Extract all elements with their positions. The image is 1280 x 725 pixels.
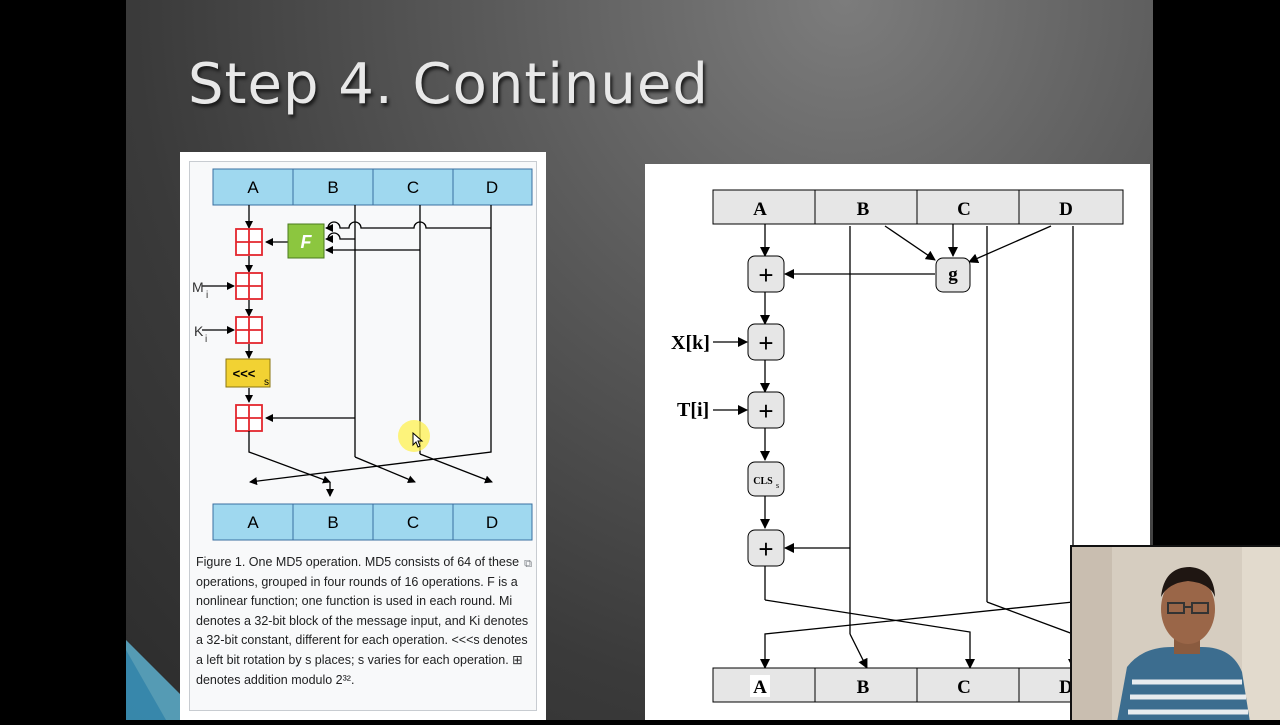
right-plus-2: +	[758, 328, 773, 358]
right-adder-4: +	[747, 529, 785, 567]
rotate-box	[225, 358, 271, 388]
left-bottom-registers: A B C D	[212, 503, 533, 541]
left-bottom-reg-a: A	[247, 513, 259, 532]
cls-sub: s	[776, 481, 779, 490]
right-bottom-reg-b: B	[857, 677, 870, 698]
constant-label: K	[194, 323, 204, 339]
left-top-reg-c: C	[407, 178, 419, 197]
left-top-reg-c-box	[372, 168, 454, 206]
decorative-swoosh	[126, 640, 186, 720]
adder-1	[235, 228, 263, 256]
function-g-box	[935, 257, 971, 293]
left-bottom-reg-d: D	[486, 513, 498, 532]
adder-3	[235, 316, 263, 344]
md5-round-diagram: A B C D +	[671, 189, 1124, 703]
left-top-reg-b: B	[327, 178, 338, 197]
figure-caption: Figure 1. One MD5 operation. MD5 consist…	[196, 553, 532, 690]
right-top-registers: A B C D	[712, 189, 1124, 225]
right-adder-1: +	[747, 255, 785, 293]
left-top-reg-a-box	[212, 168, 294, 206]
message-sub: i	[206, 290, 208, 301]
right-figure-panel: A B C D +	[645, 164, 1150, 720]
function-f-box	[287, 223, 325, 259]
right-top-reg-d-box	[1018, 189, 1124, 225]
right-bottom-reg-a: A	[753, 677, 767, 698]
right-plus-3: +	[758, 396, 773, 426]
left-figure-panel: A B C D	[180, 152, 546, 720]
adder-4	[235, 404, 263, 432]
left-bottom-reg-d-box	[452, 503, 533, 541]
right-bottom-reg-a-highlight	[750, 675, 770, 697]
left-top-registers: A B C D	[212, 168, 533, 206]
mouse-pointer-icon	[398, 420, 430, 452]
left-bottom-reg-b: B	[327, 513, 338, 532]
right-plus-1: +	[758, 260, 773, 290]
left-top-reg-d: D	[486, 178, 498, 197]
left-bottom-reg-c: C	[407, 513, 419, 532]
right-top-reg-d: D	[1059, 199, 1073, 220]
left-top-reg-a: A	[247, 178, 259, 197]
slide-title: Step 4. Continued	[188, 52, 709, 117]
constant-sub: i	[205, 334, 207, 345]
t-i-label: T[i]	[677, 399, 709, 421]
webcam-overlay	[1070, 545, 1280, 720]
adder-2	[235, 272, 263, 300]
cls-box	[747, 461, 785, 497]
md5-operation-diagram: A B C D	[192, 168, 533, 541]
right-top-reg-b-box	[814, 189, 918, 225]
left-top-reg-d-box	[452, 168, 533, 206]
left-adders	[235, 228, 263, 432]
right-plus-4: +	[758, 534, 773, 564]
x-k-label: X[k]	[671, 332, 710, 354]
function-g-label: g	[948, 264, 958, 285]
right-top-reg-a: A	[753, 199, 767, 220]
function-f-label: F	[301, 232, 313, 252]
caption-text: Figure 1. One MD5 operation. MD5 consist…	[196, 555, 529, 687]
right-top-reg-c: C	[957, 199, 971, 220]
right-bottom-reg-d: D	[1059, 677, 1073, 698]
right-adders: + + + +	[747, 255, 785, 567]
right-adder-3: +	[747, 391, 785, 429]
left-figure-frame: A B C D	[189, 161, 537, 711]
message-label: M	[192, 279, 204, 295]
right-wires	[713, 224, 1078, 669]
right-top-reg-b: B	[857, 199, 870, 220]
rotate-label: <<<	[233, 366, 256, 381]
rotate-sub: s	[264, 377, 269, 388]
left-bottom-reg-c-box	[372, 503, 454, 541]
enlarge-icon[interactable]: ⧉	[524, 558, 532, 570]
left-bottom-reg-a-box	[212, 503, 294, 541]
right-bottom-registers: A B C D	[712, 667, 1124, 703]
right-top-reg-a-box	[712, 189, 816, 225]
cls-label: CLS	[753, 476, 773, 487]
right-adder-2: +	[747, 323, 785, 361]
right-bottom-reg-c: C	[957, 677, 971, 698]
left-wires	[202, 205, 493, 497]
